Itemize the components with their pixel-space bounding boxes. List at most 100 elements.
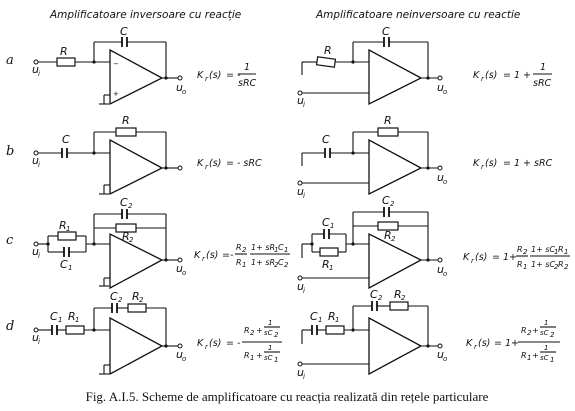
svg-text:2: 2 (274, 331, 279, 339)
svg-text:1: 1 (268, 344, 272, 352)
svg-text:1: 1 (550, 356, 554, 364)
svg-text:(s): (s) (206, 250, 218, 261)
svg-text:2: 2 (390, 200, 395, 208)
header-inverting: Amplificatoare inversoare cu reacție (49, 9, 241, 21)
svg-text:u: u (437, 348, 444, 361)
svg-text:R: R (384, 229, 392, 242)
svg-text:2: 2 (564, 263, 569, 271)
svg-text:1: 1 (318, 316, 322, 324)
svg-text:1: 1 (75, 316, 79, 324)
svg-text:K: K (473, 70, 480, 81)
circuit-a-inverting: R C u i u o − + (32, 25, 186, 106)
resistor-r (315, 56, 337, 68)
svg-text:r: r (205, 163, 209, 171)
resistor-r (56, 57, 76, 67)
svg-text:o: o (182, 355, 186, 363)
svg-text:(s): (s) (209, 338, 221, 349)
svg-text:1: 1 (554, 248, 558, 256)
resistor-r (115, 127, 137, 137)
svg-text:r: r (205, 75, 209, 83)
svg-text:R: R (324, 44, 332, 57)
svg-text:2: 2 (284, 261, 289, 269)
svg-text:(s): (s) (209, 70, 221, 81)
svg-text:=-: =- (222, 250, 234, 261)
svg-text:R: R (122, 230, 130, 243)
svg-text:C: C (62, 133, 70, 146)
svg-text:u: u (176, 81, 183, 94)
svg-text:C: C (60, 258, 68, 271)
svg-text:2: 2 (401, 294, 406, 302)
svg-text:i: i (38, 161, 40, 169)
svg-text:1: 1 (58, 316, 62, 324)
svg-text:2: 2 (523, 248, 528, 256)
svg-text:2: 2 (250, 329, 255, 337)
svg-text:R: R (517, 245, 523, 254)
svg-text:u: u (32, 331, 39, 344)
svg-text:1: 1 (268, 319, 272, 327)
opamp (109, 232, 164, 290)
svg-text:1: 1 (68, 264, 72, 272)
svg-text:1: 1 (244, 62, 250, 73)
svg-text:2: 2 (128, 202, 133, 210)
svg-text:R: R (384, 114, 392, 127)
svg-text:R: R (394, 288, 402, 301)
opamp (109, 138, 164, 196)
svg-text:i: i (38, 338, 40, 346)
svg-text:C: C (278, 258, 284, 267)
svg-text:K: K (197, 158, 204, 169)
resistor-r1 (319, 247, 339, 257)
svg-text:C: C (382, 25, 390, 38)
svg-text:u: u (437, 81, 444, 94)
opamp (109, 316, 164, 376)
svg-text:C: C (110, 290, 118, 303)
svg-text:1: 1 (544, 344, 548, 352)
svg-text:R: R (122, 114, 130, 127)
svg-text:u: u (437, 263, 444, 276)
svg-text:2: 2 (378, 294, 383, 302)
svg-text:R: R (236, 258, 242, 267)
row-letter-b: b (6, 144, 14, 159)
svg-text:R: R (68, 310, 76, 323)
formula-b-noninverting: K r (s) = 1 + sRC (473, 158, 553, 171)
formula-a-noninverting: K r (s) = 1 + 1 sRC (473, 62, 552, 89)
svg-text:2: 2 (129, 236, 134, 244)
svg-text:C: C (310, 310, 318, 323)
svg-text:−: − (113, 60, 119, 68)
svg-text:i: i (303, 373, 305, 381)
svg-text:2: 2 (550, 331, 555, 339)
svg-text:2: 2 (242, 246, 247, 254)
svg-text:1: 1 (250, 354, 254, 362)
opamp (368, 48, 423, 106)
resistor-r (377, 127, 399, 137)
svg-text:+: + (256, 351, 263, 360)
svg-text:i: i (38, 70, 40, 78)
circuit-b-inverting: C R u i (32, 114, 183, 196)
svg-text:= - sRC: = - sRC (226, 158, 262, 169)
svg-text:u: u (297, 94, 304, 107)
svg-text:K: K (466, 338, 473, 349)
svg-text:C: C (120, 25, 128, 38)
svg-text:u: u (32, 63, 39, 76)
svg-text:R: R (521, 351, 527, 360)
svg-text:C: C (322, 133, 330, 146)
svg-text:1: 1 (544, 319, 548, 327)
svg-text:2: 2 (527, 329, 532, 337)
svg-text:1+ sC: 1+ sC (531, 245, 556, 254)
svg-text:1: 1 (540, 62, 546, 73)
svg-text:u: u (176, 262, 183, 275)
svg-text:o: o (443, 355, 447, 363)
svg-text:R: R (244, 326, 250, 335)
svg-text:(s): (s) (478, 338, 490, 349)
resistor-r1 (65, 325, 85, 335)
svg-text:= 1+: = 1+ (492, 252, 517, 263)
svg-text:o: o (443, 270, 447, 278)
svg-text:o: o (443, 178, 447, 186)
opamp (368, 232, 423, 290)
svg-text:sRC: sRC (533, 78, 552, 89)
svg-text:C: C (278, 243, 284, 252)
svg-text:C: C (50, 310, 58, 323)
svg-text:1: 1 (66, 225, 70, 233)
